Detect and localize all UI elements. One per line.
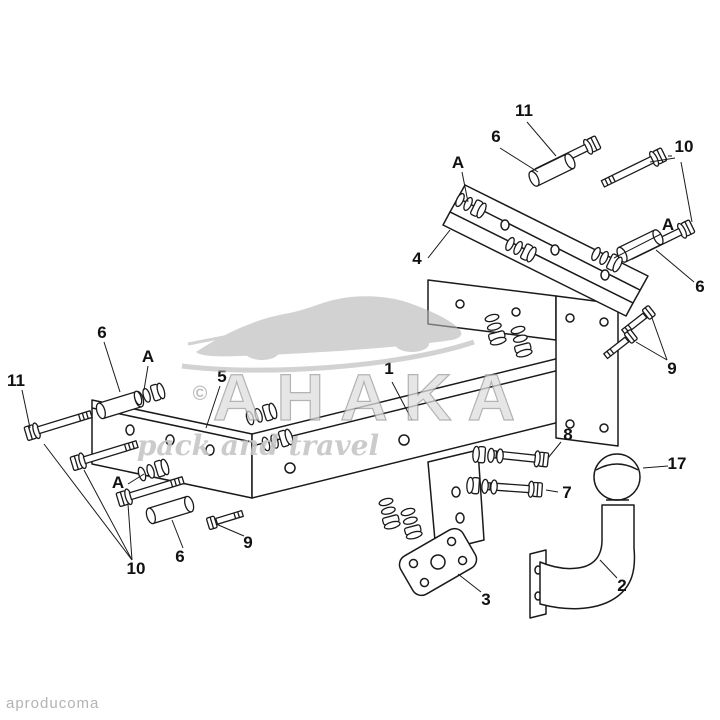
part-label-a-left: A — [142, 347, 154, 366]
watermark-mark: © — [193, 383, 208, 405]
side-bracket-4 — [442, 184, 649, 317]
right-end-plate — [555, 295, 619, 447]
part-label-11-top: 11 — [515, 101, 533, 120]
leader-lines — [21, 121, 695, 593]
part-label-1: 1 — [384, 359, 393, 378]
washers-bolt-7 — [465, 476, 499, 496]
part-label-7: 7 — [562, 483, 571, 502]
part-label-6-bottom: 6 — [175, 547, 184, 566]
washers-bolt-8 — [471, 445, 505, 465]
part-labels: 11 6 10 A 4 A 6 9 6 A 11 5 1 A 6 9 10 8 … — [7, 101, 705, 609]
part-label-10-bottom: 10 — [127, 559, 146, 578]
part-label-a-bottom: A — [112, 473, 124, 492]
part-label-a-top: A — [452, 153, 464, 172]
part-label-11-left: 11 — [7, 371, 25, 390]
part-label-10-top: 10 — [675, 137, 694, 156]
part-label-6-right: 6 — [695, 277, 704, 296]
part-label-4: 4 — [412, 249, 422, 268]
bolt-10-top — [598, 146, 669, 192]
part-label-a-right: A — [662, 215, 674, 234]
part-label-9-bottom: 9 — [243, 533, 252, 552]
backing-plate-3 — [398, 527, 478, 597]
part-label-3: 3 — [481, 590, 490, 609]
part-label-8: 8 — [563, 425, 572, 444]
watermark-side-text: aproducoma — [6, 695, 99, 712]
part-label-6-top: 6 — [491, 127, 500, 146]
bolt-9-bottom — [205, 506, 245, 531]
towbar-assembly — [21, 121, 697, 619]
spacer-6-bottom — [143, 494, 197, 526]
towball-2 — [529, 453, 641, 619]
ball-cover-17 — [593, 453, 641, 501]
part-label-6-left: 6 — [97, 323, 106, 342]
washer-stack-beam-a — [243, 401, 280, 428]
washer-stack-under-beam-a — [376, 496, 402, 532]
part-label-2: 2 — [617, 576, 626, 595]
part-label-9-right: 9 — [667, 359, 676, 378]
washer-set-a-left — [131, 381, 168, 408]
ball-housing — [427, 449, 485, 553]
washer-stack-under-beam-b — [398, 506, 424, 542]
top-connection-plate — [427, 279, 557, 341]
bolt-11-left — [22, 405, 95, 443]
part-label-17: 17 — [668, 454, 687, 473]
part-label-5: 5 — [217, 367, 226, 386]
